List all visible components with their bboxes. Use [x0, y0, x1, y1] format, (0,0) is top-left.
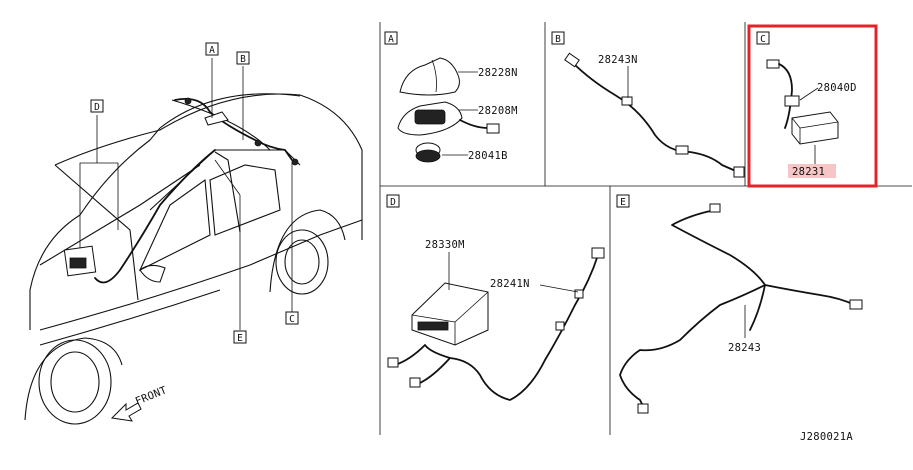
feeder-cable-part [571, 61, 739, 173]
car-callout-a [205, 42, 219, 56]
front-label: FRONT [134, 384, 170, 408]
antenna-amp-part [791, 111, 839, 145]
car-callout-a-letter: A [209, 45, 215, 56]
part-28041b: 28041B [468, 150, 508, 162]
panel-c-highlight-frame [747, 24, 878, 188]
front-direction-arrow: FRONT [110, 384, 170, 422]
part-28241n: 28241N [490, 278, 530, 290]
car-callout-b-letter: B [240, 54, 246, 65]
car-callout-b [236, 51, 250, 65]
car-callout-d-letter: D [94, 102, 100, 113]
part-28208m: 28208M [478, 105, 518, 117]
panel-b-letter: B [555, 34, 561, 45]
part-28040d: 28040D [817, 82, 857, 94]
antenna-cover-part [399, 57, 460, 96]
panel-e: E 28243 [616, 194, 863, 414]
car-callout-c [285, 311, 299, 325]
panel-a: A 28228N 28208M 28041B [384, 31, 518, 163]
panel-c: C 28040D 28231 [756, 31, 857, 178]
part-28228n: 28228N [478, 67, 518, 79]
car-callout-e [233, 330, 247, 344]
drawing-code: J280021A [800, 431, 853, 443]
panel-e-letter: E [620, 197, 626, 208]
panel-b: B 28243N [551, 31, 745, 178]
car-callout-e-letter: E [237, 333, 243, 344]
tuner-module-part [411, 282, 489, 346]
panel-a-letter: A [388, 34, 394, 45]
antenna-harness-part [394, 254, 599, 401]
car-overview: A B C D E FRONT [24, 42, 363, 425]
part-28231-highlight [788, 164, 836, 178]
part-28231: 28231 [792, 166, 825, 178]
part-28243: 28243 [728, 342, 761, 354]
part-28330m: 28330M [425, 239, 465, 251]
car-callout-d [90, 99, 104, 113]
part-28243n: 28243N [598, 54, 638, 66]
panel-c-letter: C [760, 34, 766, 45]
main-harness-part [671, 209, 856, 306]
car-callout-c-letter: C [289, 314, 295, 325]
panel-d: D 28330M 28241N [386, 194, 605, 401]
panel-d-letter: D [390, 197, 396, 208]
